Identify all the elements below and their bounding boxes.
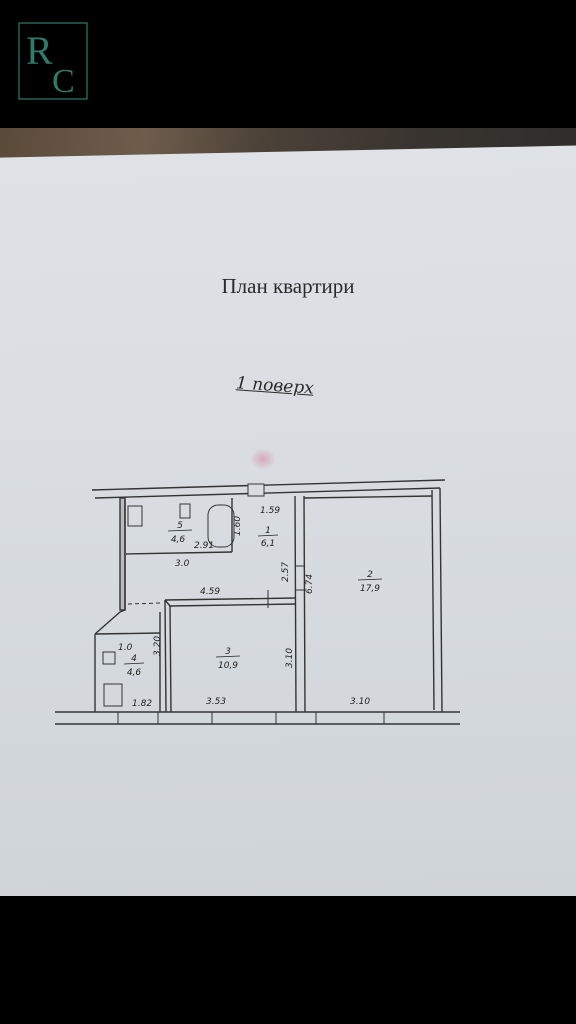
dimension-label: 3.0 xyxy=(175,559,190,569)
dimension-label: 2.91 xyxy=(194,541,214,551)
top-black-band xyxy=(0,0,576,128)
ink-stain xyxy=(250,448,276,470)
svg-text:C: C xyxy=(52,63,75,100)
svg-text:R: R xyxy=(26,28,53,73)
dimension-label: 1.0 xyxy=(118,643,133,653)
floor-plan: 1 6,1 2 17,9 3 10,9 4 4,6 5 4,6 1.59 2.9… xyxy=(55,479,460,725)
bottom-black-band xyxy=(0,896,576,1024)
dimension-label: 3.10 xyxy=(285,648,295,668)
room-3-area: 10,9 xyxy=(218,661,238,671)
dimension-label: 2.57 xyxy=(281,562,291,582)
dimension-label: 4.59 xyxy=(200,587,220,597)
dimension-label: 1.60 xyxy=(233,516,243,536)
dimension-label: 3.20 xyxy=(153,636,163,656)
room-1-number: 1 xyxy=(265,526,271,536)
room-5-area: 4,6 xyxy=(171,535,186,545)
dimension-label: 1.59 xyxy=(260,506,280,516)
document-title: План квартири xyxy=(221,274,355,298)
document-photo xyxy=(0,128,576,896)
room-5-number: 5 xyxy=(177,521,183,531)
room-1-area: 6,1 xyxy=(261,539,275,549)
room-3-number: 3 xyxy=(225,647,231,657)
rc-logo: R C xyxy=(18,22,88,100)
room-4-number: 4 xyxy=(131,654,137,664)
dimension-label: 6.74 xyxy=(305,574,315,594)
dimension-label: 3.53 xyxy=(206,697,226,707)
dimension-label: 1.82 xyxy=(132,699,152,709)
dimension-label: 3.10 xyxy=(350,697,370,707)
room-2-area: 17,9 xyxy=(360,584,380,594)
room-2-number: 2 xyxy=(367,570,373,580)
room-4-area: 4,6 xyxy=(127,668,142,678)
